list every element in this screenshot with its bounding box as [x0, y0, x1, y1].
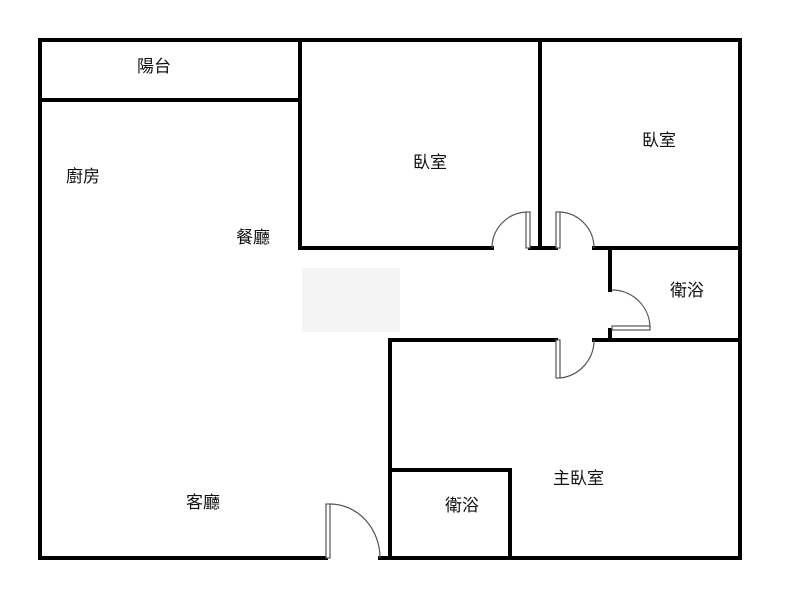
door-entrance	[325, 503, 381, 559]
room-labels: 陽台 廚房 餐廳 客廳 臥室 臥室 衛浴 主臥室 衛浴	[66, 57, 704, 516]
label-master-bedroom: 主臥室	[553, 469, 604, 489]
door-bedroom-middle	[491, 211, 531, 249]
watermark	[302, 268, 400, 332]
walls	[38, 38, 742, 560]
doors	[325, 211, 651, 559]
label-bathroom-right: 衛浴	[670, 281, 704, 301]
door-bathroom-right	[611, 289, 651, 331]
label-bathroom-bottom: 衛浴	[445, 496, 479, 516]
label-bedroom-middle: 臥室	[413, 153, 447, 173]
door-bedroom-right	[555, 211, 595, 249]
label-living: 客廳	[186, 493, 220, 513]
label-dining: 餐廳	[236, 228, 270, 248]
label-bedroom-right: 臥室	[642, 131, 676, 151]
door-master-bedroom	[555, 339, 595, 379]
label-balcony: 陽台	[137, 57, 171, 77]
label-kitchen: 廚房	[66, 166, 100, 187]
